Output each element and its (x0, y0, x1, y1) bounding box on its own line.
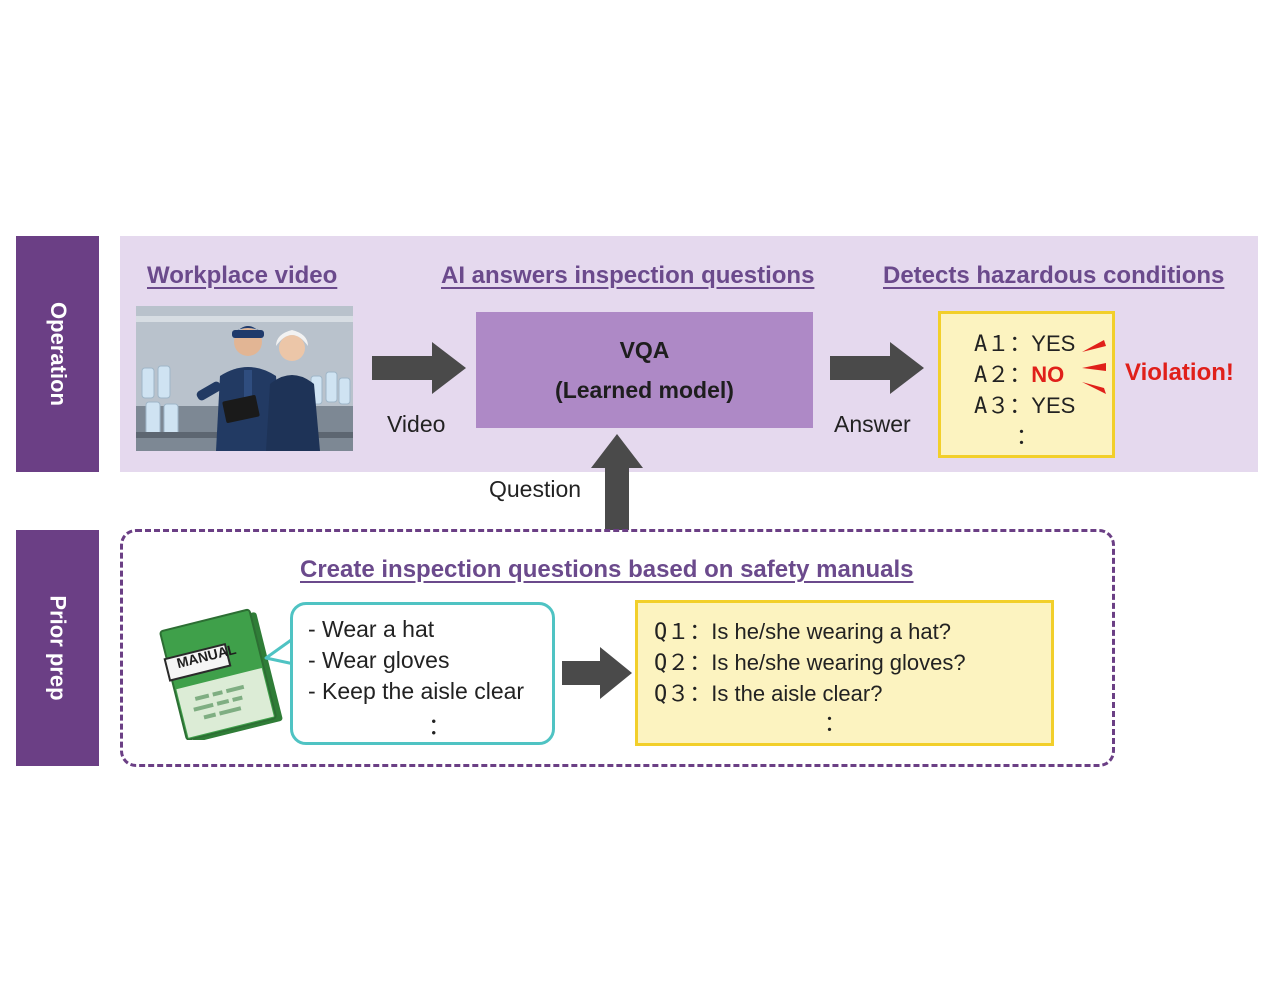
answer-box (938, 311, 1115, 458)
question-arrow-icon (591, 434, 643, 530)
answers-ellipsis: ： (1016, 425, 1039, 450)
operation-label-text: Operation (45, 302, 71, 406)
questions-box (635, 600, 1054, 746)
answer-value-no: NO (1031, 362, 1065, 387)
manual-ellipsis: ： (428, 714, 451, 740)
detects-hazard-heading: Detects hazardous conditions (883, 262, 1225, 289)
manual-item: - Keep the aisle clear (308, 678, 525, 704)
answer-sep: ： (1009, 394, 1032, 419)
question-id: Q２ (654, 651, 690, 676)
question-text: Is he/she wearing a hat? (711, 619, 951, 644)
vqa-subtitle: (Learned model) (555, 377, 734, 403)
answer-caption: Answer (834, 411, 911, 437)
answer-line: A３：YES (974, 388, 1075, 420)
answer-id: A２ (974, 363, 1010, 388)
prior-prep-label-text: Prior prep (45, 595, 71, 701)
answer-arrow-icon (830, 342, 924, 394)
answer-sep: ： (1009, 363, 1032, 388)
prior-prep-side-label: Prior prep (16, 530, 99, 766)
question-sep: ： (689, 620, 712, 645)
workplace-video-heading: Workplace video (147, 262, 338, 289)
questions-arrow-icon (562, 647, 632, 699)
answer-sep: ： (1009, 332, 1032, 357)
questions-ellipsis: ： (824, 712, 847, 737)
question-text: Is he/she wearing gloves? (711, 650, 966, 675)
question-sep: ： (689, 682, 712, 707)
violation-label: Violation! (1125, 359, 1234, 386)
video-caption: Video (387, 411, 446, 437)
question-caption: Question (489, 476, 582, 502)
ai-answers-heading: AI answers inspection questions (441, 262, 815, 289)
video-arrow-icon (372, 342, 466, 394)
answer-value: YES (1031, 331, 1076, 356)
workplace-video-thumbnail (136, 306, 353, 451)
answer-line: A２：NO (974, 357, 1064, 389)
vqa-title: VQA (619, 337, 670, 363)
workers-illustration (136, 306, 353, 451)
question-line: Q１：Is he/she wearing a hat? (654, 614, 951, 646)
create-questions-heading: Create inspection questions based on saf… (300, 556, 914, 583)
question-sep: ： (689, 651, 712, 676)
manual-item: - Wear a hat (308, 616, 435, 642)
prior-prep-panel (120, 529, 1115, 767)
answer-id: A３ (974, 394, 1010, 419)
question-line: Q２：Is he/she wearing gloves? (654, 645, 966, 677)
question-line: Q３：Is the aisle clear? (654, 676, 882, 708)
answer-id: A１ (974, 332, 1010, 357)
answer-line: A１：YES (974, 326, 1075, 358)
alert-marks-icon (1082, 340, 1106, 394)
operation-side-label: Operation (16, 236, 99, 472)
manual-item: - Wear gloves (308, 647, 450, 673)
manual-items-bubble (290, 602, 555, 745)
manual-book-icon (159, 608, 283, 740)
question-text: Is the aisle clear? (711, 681, 883, 706)
answer-value: YES (1031, 393, 1076, 418)
vqa-model-box: VQA (Learned model) (476, 312, 813, 428)
question-id: Q３ (654, 682, 690, 707)
question-id: Q１ (654, 620, 690, 645)
